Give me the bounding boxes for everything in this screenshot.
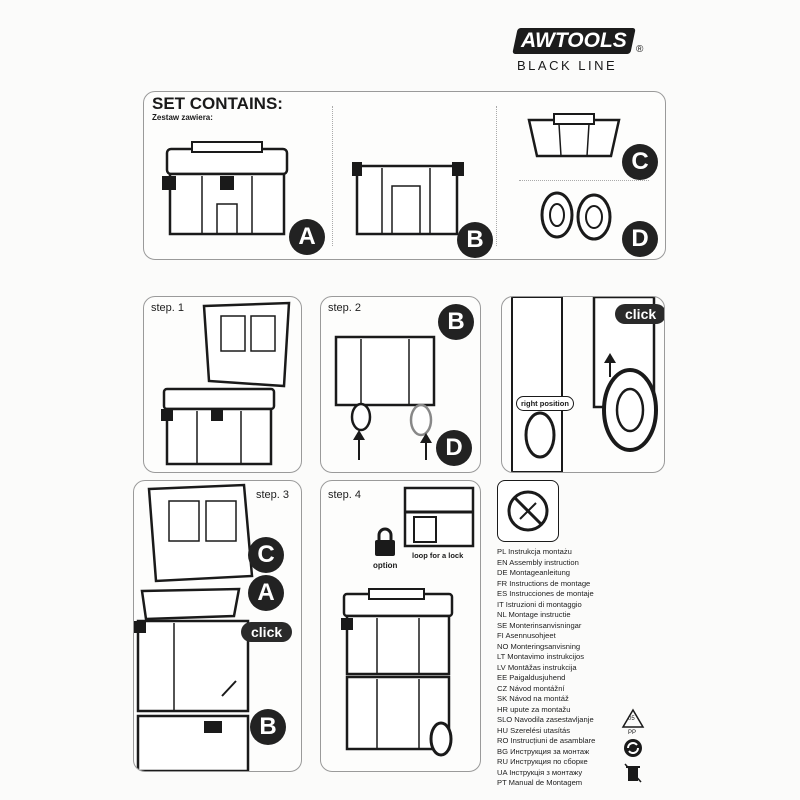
recycle-arrows-icon (624, 739, 642, 757)
instruction-language: PT Manual de Montagem (497, 778, 583, 787)
instruction-language: ES Instrucciones de montaje (497, 589, 594, 598)
instruction-language-list: PL Instrukcja montażu EN Assembly instru… (497, 547, 595, 789)
step-2-part-b-badge: B (438, 304, 474, 340)
instruction-language: EN Assembly instruction (497, 557, 579, 567)
part-d-badge: D (622, 221, 658, 257)
set-contains-panel: SET CONTAINS: Zestaw zawiera: A B C (143, 91, 666, 260)
step-3-click-callout: click (241, 622, 293, 642)
part-b-badge: B (457, 222, 493, 258)
brand-logo-text: AWTOOLS (521, 29, 627, 52)
wheels-d-illustration (540, 191, 612, 241)
step-4-panel: step. 4 option loop for a lock (320, 480, 481, 772)
instruction-language: CZ Návod montážní (497, 683, 565, 693)
instruction-language: SE Monterinsanvisningar (497, 620, 582, 630)
brand-logo: AWTOOLS ® BLACK LINE (512, 24, 650, 74)
instruction-language: UA Інструкція з монтажу (497, 767, 583, 777)
instruction-language: SLO Navodila zasestavljanje (497, 715, 594, 724)
wheel-click-panel: click right position (501, 296, 665, 473)
right-position-label: right position (516, 396, 574, 411)
instruction-language: IT Istruzioni di montaggio (497, 599, 582, 609)
step-1-panel: step. 1 (143, 296, 302, 473)
toolbox-a-illustration (162, 141, 289, 236)
step-1-label: step. 1 (151, 302, 185, 314)
step-2-panel: step. 2 B D (320, 296, 481, 473)
instruction-language: RO Instrucțiuni de asamblare (497, 736, 596, 745)
instruction-language: PL Instrukcja montażu (497, 547, 572, 556)
instruction-language: SK Návod na montáž (497, 694, 569, 703)
part-c-badge: C (622, 144, 658, 180)
tray-c-illustration (527, 113, 621, 158)
instruction-language: LT Montavimo instrukcijos (497, 652, 585, 661)
step-2-label: step. 2 (328, 302, 362, 314)
instruction-language: NL Montage instructie (497, 610, 571, 619)
instruction-language: FR Instructions de montage (497, 578, 591, 588)
assembly-stack-illustration (134, 483, 254, 771)
lock-detail-illustration (403, 486, 475, 548)
step-3-part-b-badge: B (250, 709, 286, 745)
part-a-badge: A (289, 219, 325, 255)
step-3-label: step. 3 (256, 489, 290, 501)
trolley-base-b-illustration (352, 162, 464, 236)
step-4-label: step. 4 (328, 489, 362, 501)
step-2-part-d-badge: D (436, 430, 472, 466)
instruction-language: HU Szerelési utasítás (497, 725, 571, 735)
instruction-language: DE Montageanleitung (497, 568, 571, 577)
waste-bin-icon (624, 763, 642, 783)
instruction-language: RU Инструкция по сборке (497, 757, 588, 766)
padlock-icon (375, 527, 395, 556)
trolley-assembled-illustration (341, 588, 454, 757)
step-3-panel: step. 3 C A click B (133, 480, 302, 772)
step-3-part-c-badge: C (248, 537, 284, 573)
recycling-symbol-icon (621, 708, 645, 728)
option-label: option (373, 561, 398, 570)
instruction-language: FI Asennusohjeet (497, 631, 556, 640)
no-tools-icon (507, 490, 549, 532)
brand-subtitle: BLACK LINE (517, 58, 618, 73)
trolley-base-illustration (334, 335, 436, 460)
instruction-language: EE Paigaldusjuhend (497, 673, 566, 682)
step-3-part-a-badge: A (248, 575, 284, 611)
no-tools-panel (497, 480, 559, 542)
instruction-language: NO Monteringsanvisning (497, 641, 581, 651)
click-callout: click (615, 304, 664, 324)
instruction-language: BG Инструкция за монтаж (497, 746, 590, 756)
set-contains-subtitle: Zestaw zawiera: (152, 113, 213, 122)
loop-for-lock-label: loop for a lock (412, 551, 464, 560)
recycling-code: 05 (628, 716, 635, 722)
instruction-language: LV Montāžas instrukcija (497, 662, 577, 672)
registered-mark: ® (636, 44, 644, 55)
instruction-language: HR upute za montažu (497, 704, 571, 714)
set-contains-title: SET CONTAINS: (152, 94, 283, 113)
open-toolbox-illustration (161, 301, 291, 466)
recycling-material: PP (628, 730, 637, 736)
